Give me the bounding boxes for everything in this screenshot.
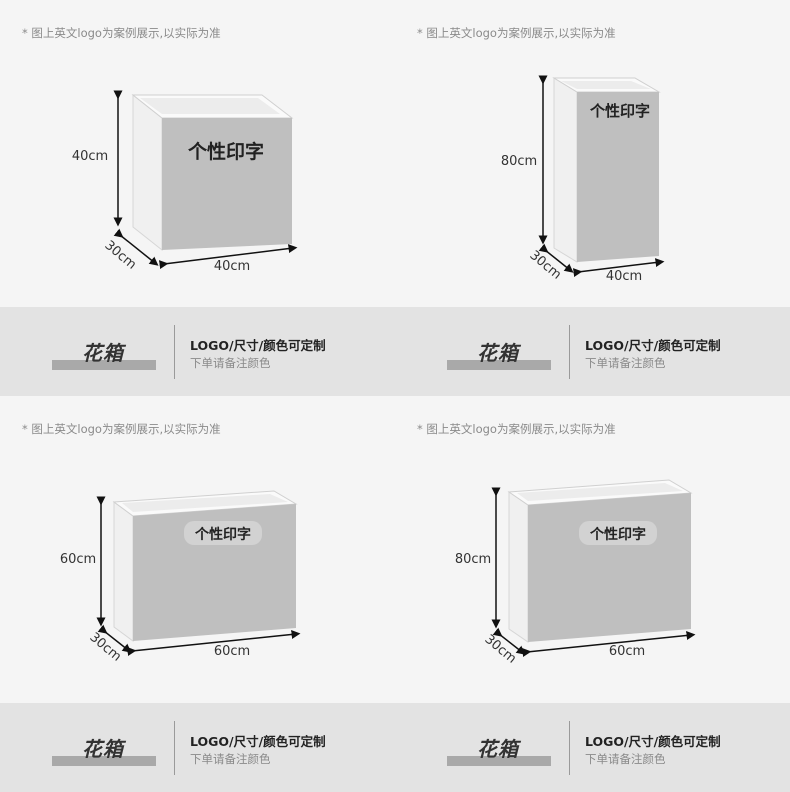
customization-text: LOGO/尺寸/颜色可定制 <box>190 338 326 353</box>
brand-band: 花箱 LOGO/尺寸/颜色可定制 下单请备注颜色 <box>0 703 395 792</box>
width-label: 60cm <box>609 644 645 659</box>
name-underline-bar <box>52 360 156 370</box>
brand-band: 花箱 LOGO/尺寸/颜色可定制 下单请备注颜色 <box>0 307 395 396</box>
depth-dimension-line <box>113 228 159 266</box>
box-left-side <box>553 77 578 263</box>
planter-box-drawing: 个性印字 60cm 30cm 60cm <box>60 490 301 665</box>
width-dimension-line <box>158 244 298 270</box>
box-left-side <box>132 93 163 252</box>
height-label: 80cm <box>455 552 491 567</box>
box-print-text: 个性印字 <box>589 526 646 543</box>
order-note: 下单请备注颜色 <box>190 356 271 370</box>
disclaimer-note: * 图上英文logo为案例展示,以实际为准 <box>22 422 221 436</box>
customization-text: LOGO/尺寸/颜色可定制 <box>190 734 326 749</box>
depth-dimension-line <box>492 627 526 655</box>
disclaimer-note: * 图上英文logo为案例展示,以实际为准 <box>22 26 221 40</box>
height-label: 40cm <box>72 149 108 164</box>
order-note: 下单请备注颜色 <box>585 356 666 370</box>
planter-box-drawing: 个性印字 40cm 30cm 40cm <box>72 90 298 274</box>
product-name: 花箱 <box>477 341 519 365</box>
box-left-side <box>508 491 529 643</box>
box-front-face <box>162 118 292 250</box>
box-front-face <box>528 493 691 642</box>
brand-band: 花箱 LOGO/尺寸/颜色可定制 下单请备注颜色 <box>395 703 790 792</box>
order-note: 下单请备注颜色 <box>190 752 271 766</box>
depth-label: 30cm <box>87 630 124 665</box>
width-dimension-line <box>127 629 301 656</box>
depth-label: 30cm <box>482 632 519 667</box>
band-divider <box>174 325 175 379</box>
box-inner-back <box>517 483 683 501</box>
brand-band: 花箱 LOGO/尺寸/颜色可定制 下单请备注颜色 <box>395 307 790 396</box>
width-dimension-line <box>572 258 665 278</box>
box-print-text: 个性印字 <box>589 102 650 120</box>
width-label: 60cm <box>214 644 250 659</box>
disclaimer-note: * 图上英文logo为案例展示,以实际为准 <box>417 422 616 436</box>
print-highlight <box>184 521 262 545</box>
depth-label: 30cm <box>102 238 139 273</box>
product-card-60x60: * 图上英文logo为案例展示,以实际为准 个性印字 60cm 30cm 60c… <box>0 396 395 792</box>
print-highlight <box>579 521 657 545</box>
band-divider <box>174 721 175 775</box>
planter-box-drawing: 个性印字 80cm 30cm 60cm <box>455 479 696 667</box>
height-label: 80cm <box>501 154 537 169</box>
width-dimension-line <box>522 630 696 657</box>
box-front-face <box>577 92 659 262</box>
planter-box-drawing: 个性印字 80cm 30cm 40cm <box>501 75 665 284</box>
customization-text: LOGO/尺寸/颜色可定制 <box>585 734 721 749</box>
depth-label: 30cm <box>527 248 564 283</box>
band-divider <box>569 721 570 775</box>
product-card-60x80: * 图上英文logo为案例展示,以实际为准 个性印字 80cm 30cm 60c… <box>395 396 790 792</box>
product-card-40x40: * 图上英文logo为案例展示,以实际为准 个性印字 40cm 30cm 40c… <box>0 0 395 396</box>
customization-text: LOGO/尺寸/颜色可定制 <box>585 338 721 353</box>
depth-dimension-line <box>97 624 132 653</box>
box-print-text: 个性印字 <box>187 140 264 163</box>
name-underline-bar <box>447 756 551 766</box>
disclaimer-note: * 图上英文logo为案例展示,以实际为准 <box>417 26 616 40</box>
product-name: 花箱 <box>477 737 519 761</box>
box-inner-back <box>122 494 288 512</box>
depth-dimension-line <box>538 243 574 273</box>
band-divider <box>569 325 570 379</box>
order-note: 下单请备注颜色 <box>585 752 666 766</box>
name-underline-bar <box>447 360 551 370</box>
width-label: 40cm <box>214 259 250 274</box>
box-left-side <box>113 501 134 642</box>
box-inner-back <box>561 81 651 89</box>
box-print-text: 个性印字 <box>194 526 251 543</box>
product-card-40x80: * 图上英文logo为案例展示,以实际为准 个性印字 80cm 30cm 40c… <box>395 0 790 396</box>
product-name: 花箱 <box>82 737 124 761</box>
width-label: 40cm <box>606 269 642 284</box>
box-inner-back <box>140 98 280 114</box>
height-label: 60cm <box>60 552 96 567</box>
product-name: 花箱 <box>82 341 124 365</box>
name-underline-bar <box>52 756 156 766</box>
